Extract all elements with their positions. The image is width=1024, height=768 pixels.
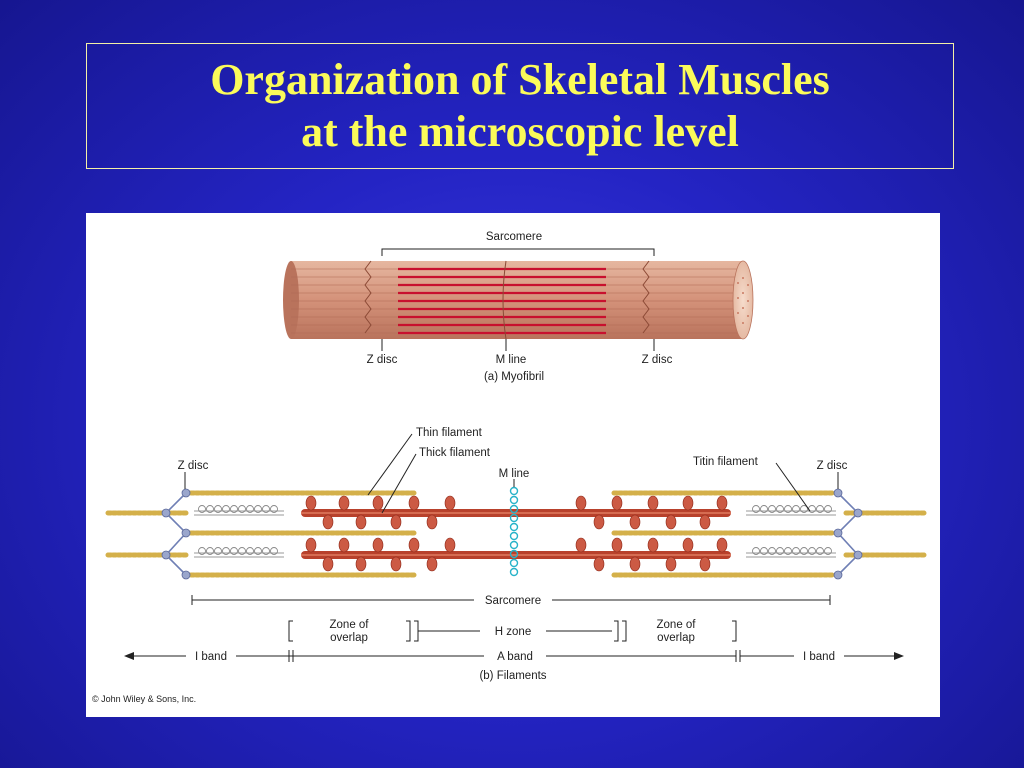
band-measure — [124, 650, 904, 662]
myofibril-m-line-label: M line — [496, 354, 527, 366]
myofibril-illustration — [283, 248, 754, 351]
copyright-text: © John Wiley & Sons, Inc. — [92, 694, 196, 704]
myofibril-a-band — [398, 267, 606, 335]
i-band-left-label: I band — [195, 651, 227, 663]
filaments-m-line-label: M line — [499, 468, 530, 480]
filaments-illustration — [105, 433, 927, 662]
filaments-sarcomere-label: Sarcomere — [485, 595, 541, 607]
titin-coils — [198, 505, 832, 555]
thick-filament-label: Thick filament — [419, 447, 491, 459]
slide-title-line-1: Organization of Skeletal Muscles — [210, 55, 830, 104]
m-line-curve — [502, 260, 507, 340]
zone-of-overlap-right-line-2: overlap — [657, 632, 695, 644]
myosin-heads — [305, 495, 728, 572]
thin-filament-label: Thin filament — [416, 427, 483, 439]
myofibril-sarcomere-bracket — [381, 248, 655, 256]
myofibril-z-disc-left-label: Z disc — [367, 354, 398, 366]
i-band-right-label: I band — [803, 651, 835, 663]
h-zone-label: H zone — [495, 626, 531, 638]
titin-filament-label: Titin filament — [693, 456, 759, 468]
filaments-z-disc-left-label: Z disc — [178, 460, 209, 472]
sarcomere-measure — [191, 595, 831, 605]
filament-leaders — [184, 433, 839, 514]
title-box: Organization of Skeletal Muscles at the … — [86, 43, 954, 169]
myofibril-sarcomere-label: Sarcomere — [486, 231, 542, 243]
myofibril-caption: (a) Myofibril — [484, 371, 544, 383]
filaments-caption: (b) Filaments — [479, 670, 546, 682]
filaments-z-disc-right-label: Z disc — [817, 460, 848, 472]
z-disc-nodes — [161, 488, 863, 580]
zone-of-overlap-right-line-1: Zone of — [657, 619, 697, 631]
zone-of-overlap-left-line-2: overlap — [330, 632, 368, 644]
z-disc-left-zigzag — [364, 260, 372, 334]
m-line-chain — [509, 486, 519, 577]
zone-of-overlap-left-line-1: Zone of — [330, 619, 370, 631]
zone-brackets — [288, 620, 737, 642]
myofibril-z-disc-right-label: Z disc — [642, 354, 673, 366]
sarcomere-figure: Sarcomere Z disc M line Z disc (a) Myofi… — [86, 213, 940, 717]
z-disc-right-zigzag — [642, 260, 650, 334]
sarcomere-diagram-svg: Sarcomere Z disc M line Z disc (a) Myofi… — [92, 231, 927, 704]
myofibril-end-dots — [737, 277, 749, 324]
myofibril-left-end — [283, 261, 299, 339]
slide-title-line-2: at the microscopic level — [301, 107, 739, 156]
thick-filaments — [301, 509, 731, 559]
myofibril-right-end — [732, 260, 754, 340]
a-band-label: A band — [497, 651, 533, 663]
